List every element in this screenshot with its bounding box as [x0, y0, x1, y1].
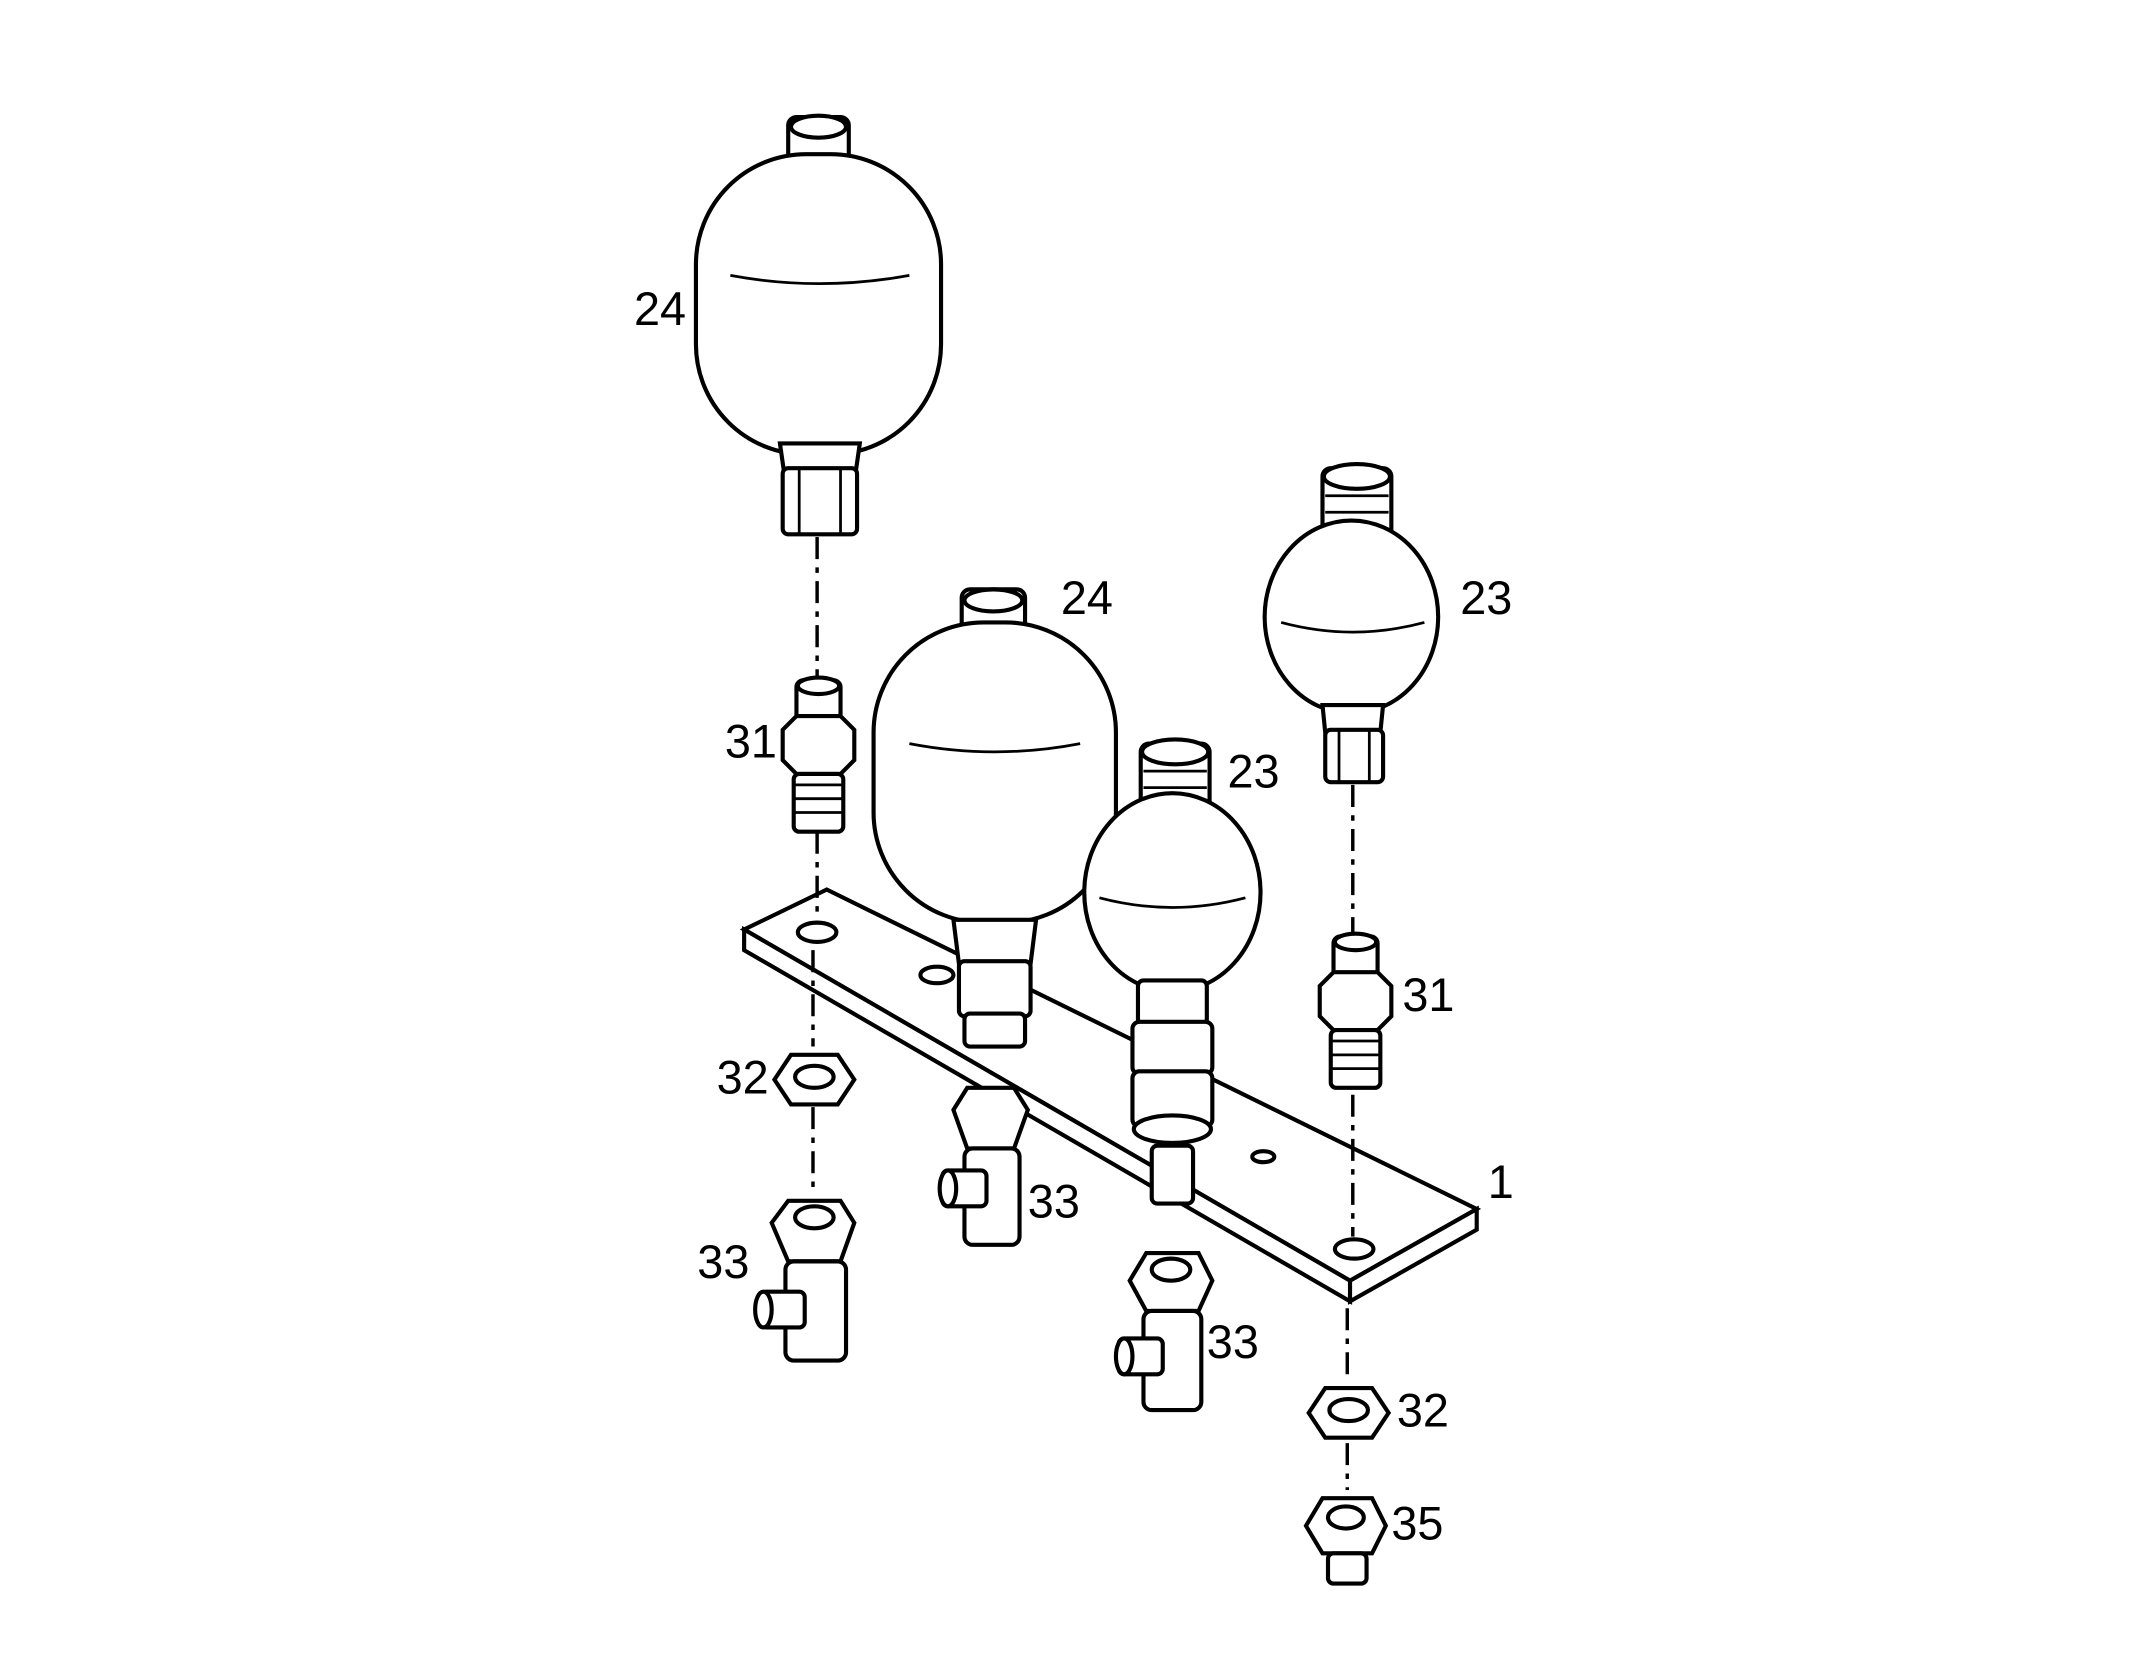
tee-fitting-33-left	[753, 1198, 857, 1363]
callout-23-middle: 23	[1227, 746, 1279, 798]
accumulator-23-right	[1262, 462, 1441, 785]
callout-31-right: 31	[1402, 969, 1454, 1021]
callout-24-upper: 24	[634, 283, 686, 335]
tee-fitting-33-center	[937, 1085, 1031, 1247]
nut-32-left	[771, 1052, 857, 1107]
nut-32-right	[1306, 1386, 1392, 1440]
callout-23-right: 23	[1460, 572, 1512, 624]
callout-33-left: 33	[697, 1236, 749, 1288]
callout-31-left: 31	[725, 715, 777, 767]
tee-fitting-33-right	[1113, 1251, 1215, 1413]
callout-24-lower: 24	[1061, 572, 1113, 624]
callout-35: 35	[1391, 1498, 1443, 1550]
callout-33-center: 33	[1028, 1175, 1080, 1227]
adapter-31-right	[1317, 931, 1394, 1090]
adapter-31-left	[780, 675, 857, 834]
callout-32-right: 32	[1397, 1385, 1449, 1437]
accumulator-24-lower	[871, 587, 1118, 1049]
plug-35	[1303, 1496, 1389, 1586]
accumulator-24-upper	[693, 113, 944, 537]
mounting-plate	[739, 887, 1482, 1305]
callout-32-left: 32	[717, 1051, 769, 1103]
assembly-axis-lines	[811, 537, 1355, 1490]
accumulator-23-middle	[1082, 737, 1263, 1206]
callout-33-right: 33	[1207, 1316, 1259, 1368]
callout-labels: 24 24 23 23 31 31 32 32 33 33 33 1 35	[634, 283, 1514, 1550]
callout-1: 1	[1488, 1156, 1514, 1208]
